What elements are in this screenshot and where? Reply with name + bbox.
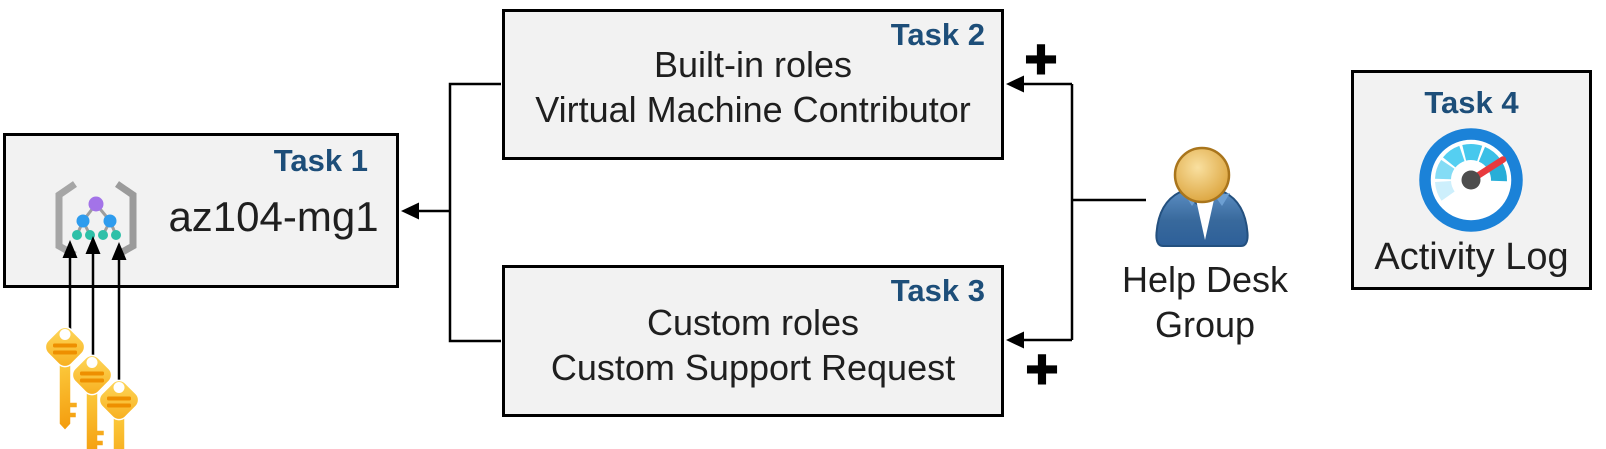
plus-icon: + — [1025, 337, 1060, 401]
task2-label: Task 2 — [890, 17, 985, 52]
task2-box: Task 2 Built-in roles Virtual Machine Co… — [502, 9, 1004, 160]
keys-icon-group — [40, 322, 144, 449]
tree-root-node — [88, 196, 104, 212]
task3-role-name: Custom Support Request — [550, 347, 956, 388]
task3-role-type: Custom roles — [646, 302, 860, 343]
gauge-icon — [1419, 128, 1523, 232]
key-icon — [40, 322, 90, 432]
task1-label: Task 1 — [273, 143, 368, 178]
management-group-icon — [55, 181, 137, 259]
task1-box: Task 1 az104-mg1 — [3, 133, 399, 288]
person-icon — [1155, 146, 1249, 247]
bracket-connector — [448, 82, 501, 343]
task4-label: Task 4 — [1424, 85, 1519, 120]
task2-role-name: Virtual Machine Contributor — [535, 89, 971, 130]
key-icon — [67, 350, 117, 449]
task4-box: Task 4 Activity Log — [1351, 70, 1592, 290]
bracket-left — [55, 181, 77, 259]
arrowhead-into-task1 — [401, 202, 419, 220]
bracket-right — [115, 181, 137, 259]
management-group-name: az104-mg1 — [168, 192, 379, 240]
person-head — [1173, 146, 1231, 204]
task2-role-type: Built-in roles — [653, 44, 853, 85]
key-icon — [94, 375, 144, 449]
task3-box: Task 3 Custom roles Custom Support Reque… — [502, 265, 1004, 417]
gauge-hub — [1461, 170, 1481, 190]
help-desk-group-label: Help Desk Group — [1105, 257, 1305, 347]
task3-label: Task 3 — [890, 273, 985, 308]
person-shirt — [1195, 195, 1215, 240]
help-desk-group-line1: Help Desk — [1121, 259, 1289, 300]
plus-icon: + — [1024, 27, 1059, 91]
person-body — [1155, 190, 1249, 247]
activity-log-caption: Activity Log — [1374, 236, 1569, 278]
help-desk-group-line2: Group — [1154, 304, 1256, 345]
